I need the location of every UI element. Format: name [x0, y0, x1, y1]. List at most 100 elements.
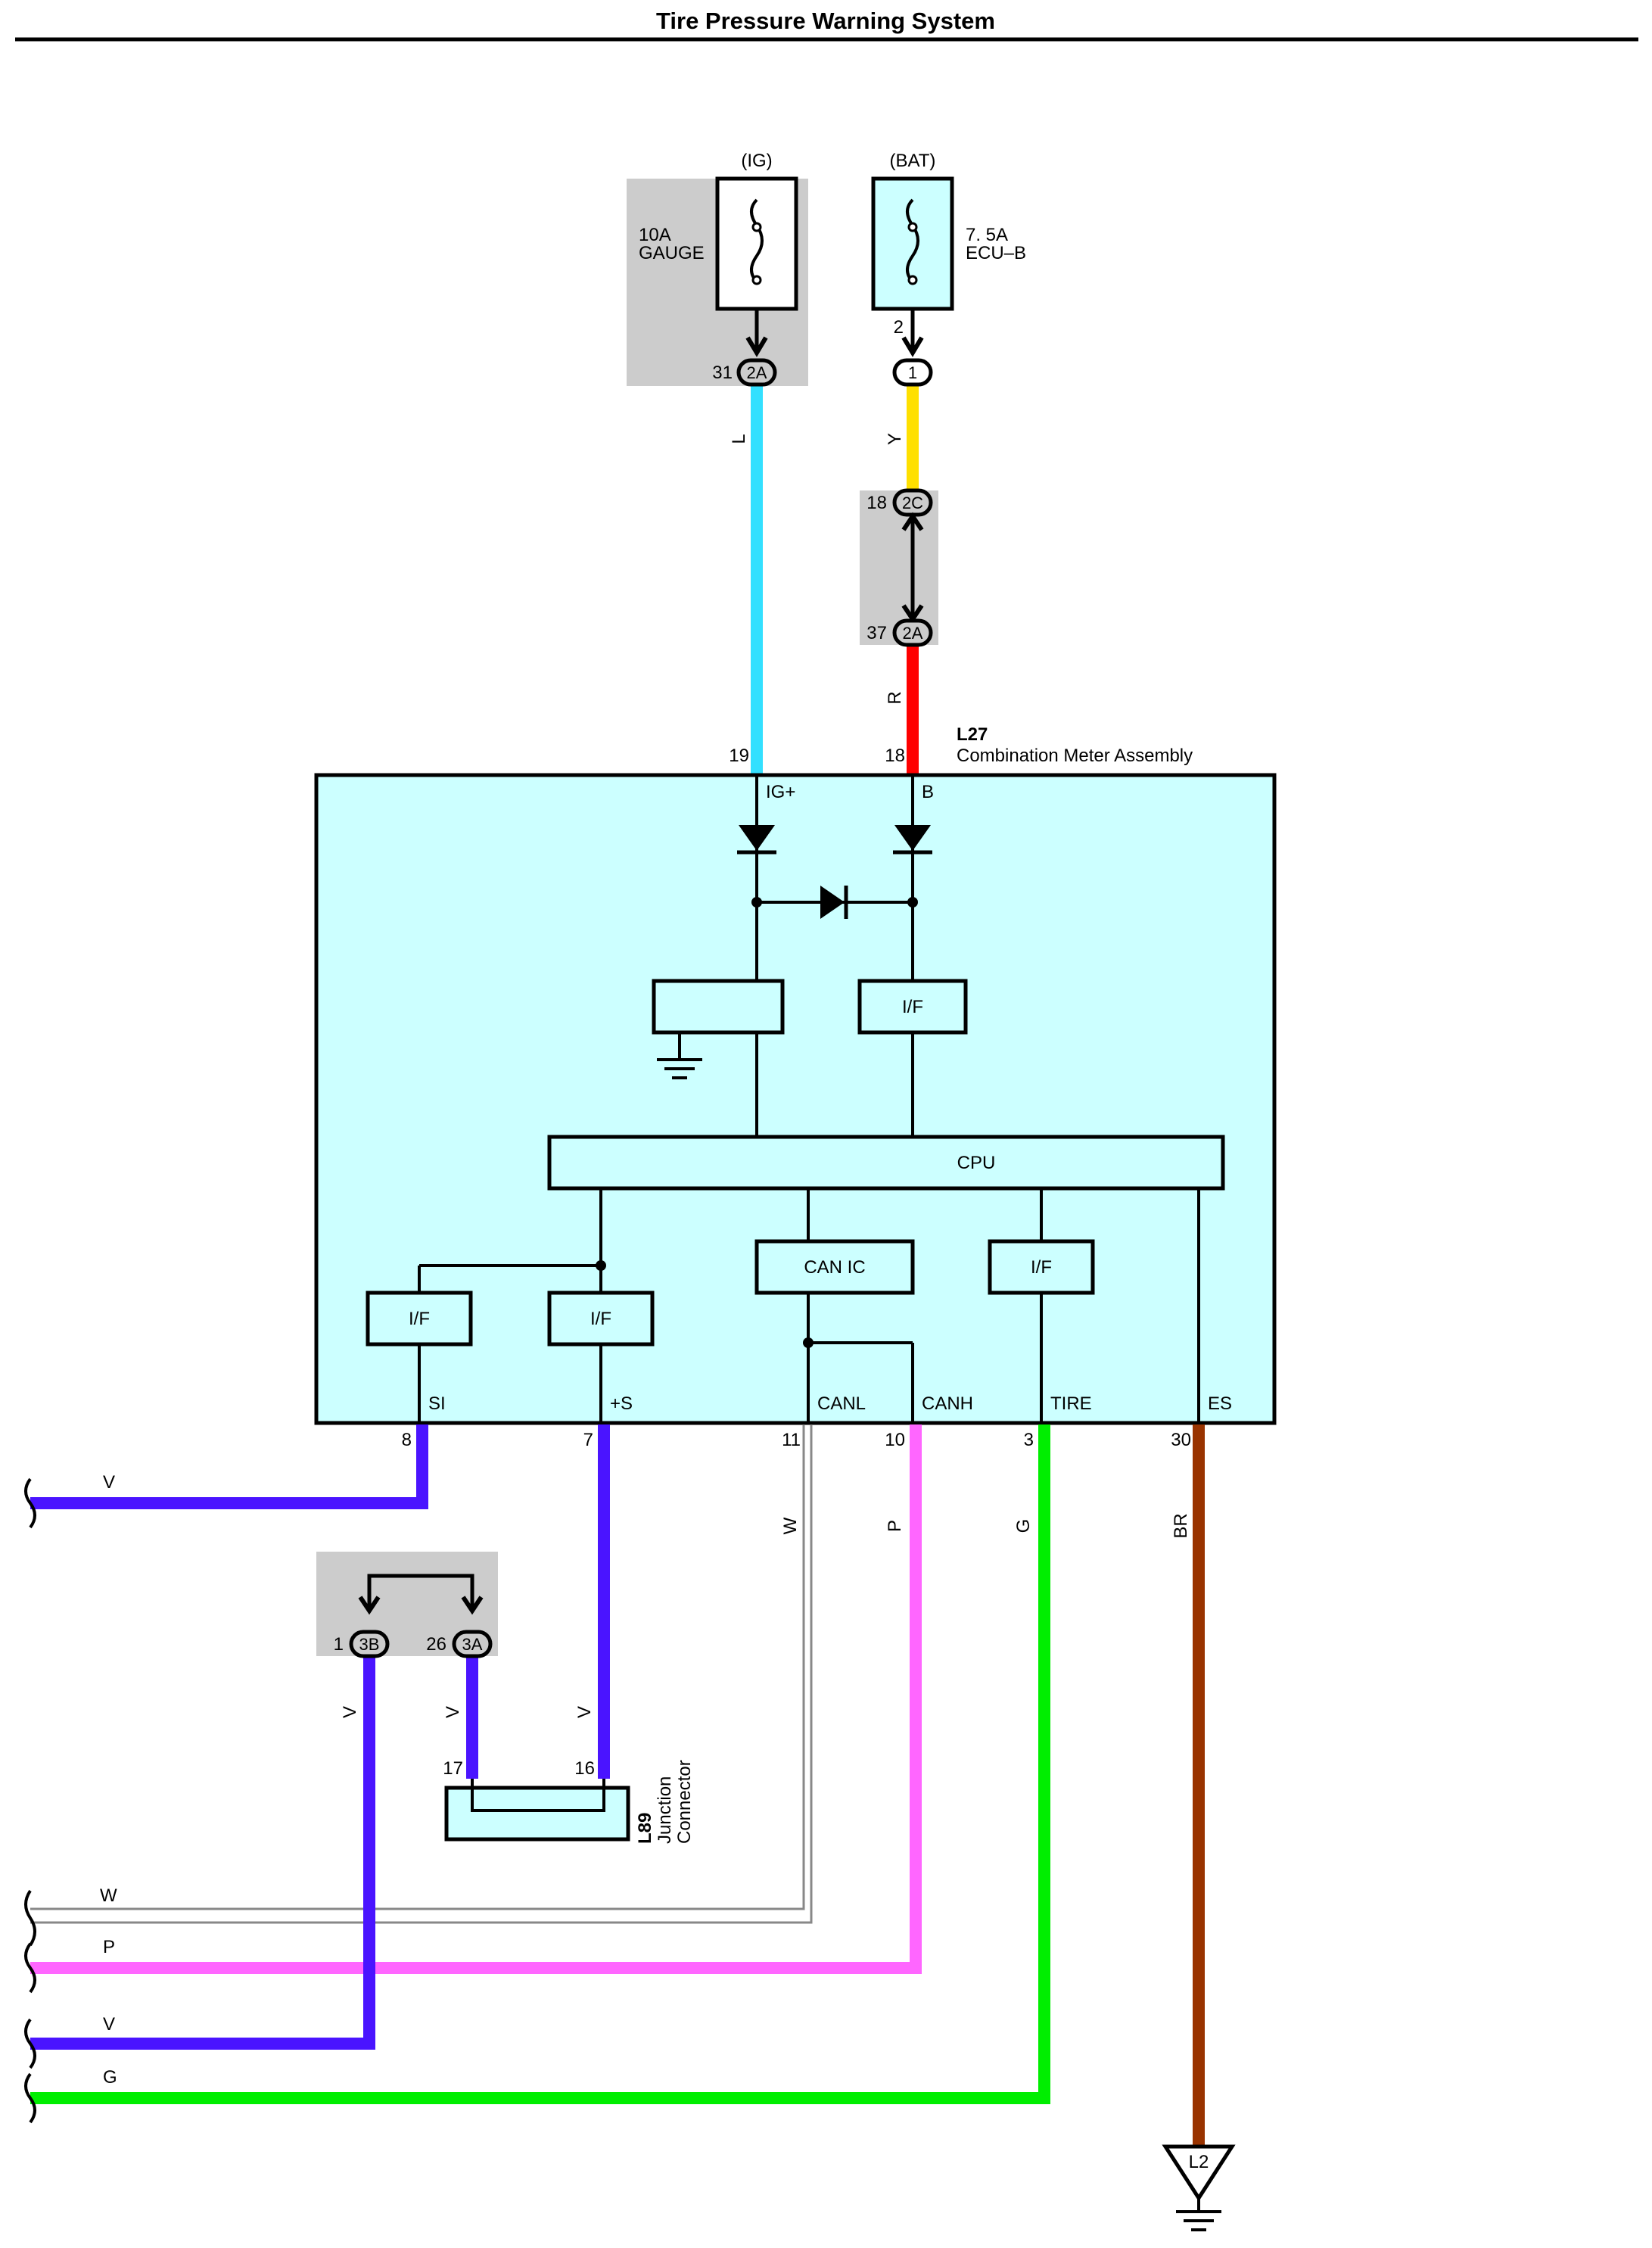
break-mark-v	[24, 2018, 36, 2069]
connector-bat-out	[892, 358, 933, 387]
junction-connector-line2: Connector	[674, 1760, 695, 1844]
fuse-bat-terminal-bottom	[907, 275, 918, 285]
connector-ig-out-pin: 31	[712, 363, 733, 383]
ground-point	[1162, 2144, 1236, 2202]
interface-si-label: I/F	[409, 1309, 430, 1329]
jb3-left-arrow	[358, 1596, 381, 1615]
diode-b	[894, 825, 931, 851]
meter-code: L27	[957, 724, 988, 745]
fuse-ig-terminal-top	[751, 222, 762, 232]
can-ic-label: CAN IC	[804, 1257, 865, 1278]
pin-s: 7	[583, 1430, 593, 1450]
junction-connector-box	[444, 1786, 630, 1842]
wire-s-plus-label: V	[574, 1706, 595, 1718]
connector-bat-out-code: 1	[908, 363, 917, 382]
wire-out-w-label: W	[100, 1885, 117, 1906]
terminal-si: SI	[428, 1393, 446, 1414]
wire-jb-left	[30, 1656, 375, 2050]
power-block	[652, 979, 785, 1035]
fuse-bat-box	[871, 176, 954, 311]
wire-out-v-label: V	[103, 2014, 115, 2035]
connector-jb-out-pin: 37	[866, 623, 887, 643]
terminal-s: +S	[610, 1393, 633, 1414]
connector-jb-in-pin: 18	[866, 493, 887, 513]
cpu-label: CPU	[957, 1153, 996, 1173]
wire-jb-left-label: V	[340, 1706, 360, 1718]
interface-s-label: I/F	[590, 1309, 611, 1329]
interface-tire	[988, 1239, 1095, 1295]
break-mark-g	[24, 2072, 36, 2124]
ground-code: L2	[1189, 2152, 1209, 2172]
wire-jb-right-label: V	[443, 1706, 463, 1718]
wire-canl-a	[30, 1424, 813, 1924]
connector-ig-out-code: 2A	[747, 363, 767, 382]
wire-bat-lower-label: R	[885, 691, 905, 704]
junction-dot-b	[907, 897, 918, 908]
meter-pin-ig: 19	[729, 746, 749, 766]
connector-jb-out	[892, 618, 933, 647]
wire-canl-b	[30, 1424, 805, 1910]
ig-connector-arrow	[745, 336, 768, 357]
junction-connector-line1: Junction	[655, 1776, 675, 1844]
connector-jb2-right-pin: 26	[426, 1634, 446, 1655]
wire-out-p-label: P	[103, 1937, 115, 1957]
junction-dot-ig	[751, 897, 762, 908]
wire-bat-upper-label: Y	[885, 433, 905, 445]
break-mark-w	[24, 1889, 36, 1947]
fuse-ig-symbol	[750, 198, 764, 283]
terminal-es: ES	[1208, 1393, 1232, 1414]
junction-connector-pin-right: 16	[574, 1758, 595, 1779]
meter-pin-b: 18	[885, 746, 905, 766]
wire-canl-label: W	[780, 1517, 801, 1534]
interface-tire-label: I/F	[1031, 1257, 1052, 1278]
interface-s	[547, 1291, 655, 1347]
pin-es: 30	[1171, 1430, 1191, 1450]
fuse-ig-supply: (IG)	[741, 151, 772, 171]
connector-jb2-left-pin: 1	[334, 1634, 344, 1655]
wire-out-g-label: G	[103, 2067, 117, 2088]
connector-jb2-right	[452, 1630, 493, 1658]
fuse-bat-name: ECU–B	[966, 243, 1026, 263]
can-dot	[803, 1337, 814, 1348]
wire-si	[30, 1424, 428, 1509]
fuse-bat-terminal-top	[907, 222, 918, 232]
pin-tire: 3	[1024, 1430, 1034, 1450]
combination-meter-box	[314, 773, 1277, 1425]
wire-canh	[30, 1424, 922, 1974]
terminal-tire: TIRE	[1050, 1393, 1092, 1414]
fuse-ig-box	[715, 176, 798, 311]
fuse-bat-rating: 7. 5A	[966, 225, 1008, 245]
connector-jb-in-code: 2C	[902, 494, 923, 512]
junction-connector-pin-left: 17	[443, 1758, 463, 1779]
diode-ig	[739, 825, 775, 851]
terminal-canl: CANL	[817, 1393, 866, 1414]
pin-canl: 11	[782, 1430, 801, 1450]
connector-jb-out-code: 2A	[903, 624, 923, 643]
wire-tire	[30, 1424, 1050, 2104]
meter-terminal-ig: IG+	[766, 782, 795, 802]
cpu-block	[547, 1135, 1225, 1191]
jb3-right-arrow	[461, 1596, 484, 1615]
connector-jb2-left-code: 3B	[359, 1635, 380, 1654]
junction-block-bat-shade	[860, 490, 938, 645]
fuse-bat-pin: 2	[894, 317, 904, 338]
wire-tire-label: G	[1013, 1519, 1034, 1533]
bat-connector-arrow	[901, 336, 924, 357]
fuse-bat-supply: (BAT)	[890, 151, 936, 171]
fuse-ig-name: GAUGE	[639, 243, 705, 263]
terminal-canh: CANH	[922, 1393, 973, 1414]
jb-in-arrow	[901, 512, 924, 531]
page-title: Tire Pressure Warning System	[656, 8, 995, 34]
diode-bridge	[820, 886, 845, 919]
junction-connector-bridge	[471, 1779, 605, 1812]
pin-canh: 10	[885, 1430, 905, 1450]
connector-jb2-right-code: 3A	[462, 1635, 483, 1654]
pin-si: 8	[402, 1430, 412, 1450]
interface-top-label: I/F	[902, 997, 923, 1017]
interface-top	[857, 979, 968, 1035]
jb3-internal-link	[367, 1574, 474, 1608]
fuse-ig-terminal-bottom	[751, 275, 762, 285]
connector-jb2-left	[349, 1630, 390, 1658]
meter-name: Combination Meter Assembly	[957, 746, 1193, 766]
